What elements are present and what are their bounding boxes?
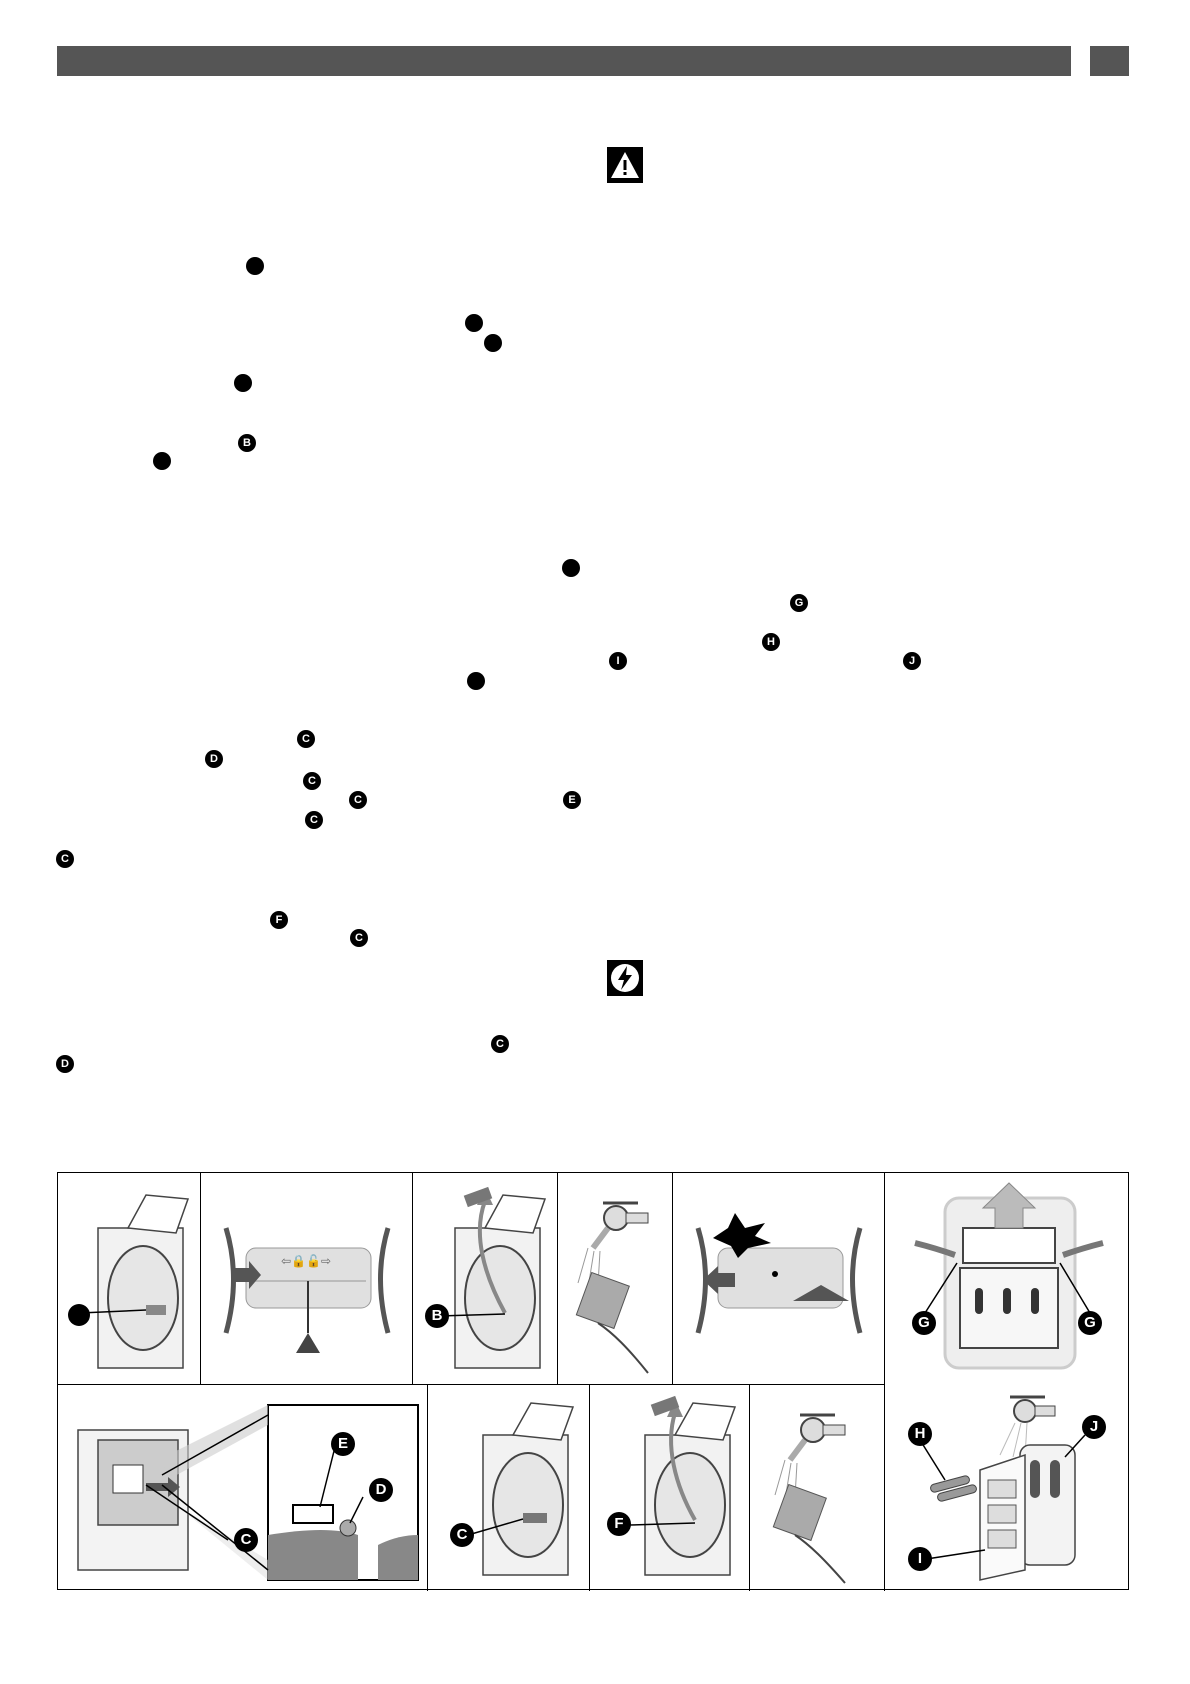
- callout-g: G: [790, 594, 808, 612]
- callout-c: C: [297, 730, 315, 748]
- step-remove-filter-b: B: [413, 1173, 558, 1385]
- illustration-grid: ⇦🔒🔓⇨ B: [57, 1172, 1130, 1591]
- callout-d: D: [205, 750, 223, 768]
- step-remove-flap-g: G G: [885, 1173, 1130, 1385]
- callout-d: D: [369, 1478, 393, 1502]
- step-rinse-filter-2: [750, 1385, 885, 1591]
- callout-j: J: [1082, 1415, 1106, 1439]
- callout-g: G: [912, 1311, 936, 1335]
- callout-c: C: [450, 1523, 474, 1547]
- step-rinse-filter: [558, 1173, 673, 1385]
- electric-hazard-icon: [607, 960, 643, 996]
- callout-c: C: [303, 772, 321, 790]
- callout-c: C: [350, 929, 368, 947]
- step-remove-filter-f: F: [590, 1385, 750, 1591]
- callout-h: H: [908, 1422, 932, 1446]
- callout-dot: [153, 452, 171, 470]
- callout-c: C: [349, 791, 367, 809]
- callout-dot: [68, 1304, 90, 1326]
- callout-h: H: [762, 633, 780, 651]
- callout-dot: [484, 334, 502, 352]
- callout-c: C: [56, 850, 74, 868]
- page-number-box: [1090, 46, 1129, 76]
- header-bar: [57, 46, 1071, 76]
- callout-j: J: [903, 652, 921, 670]
- callout-dot: [465, 314, 483, 332]
- callout-b: B: [425, 1304, 449, 1328]
- callout-b: B: [238, 434, 256, 452]
- step-clean-flap-parts: H J I: [885, 1385, 1130, 1591]
- svg-text:⇦🔒🔓⇨: ⇦🔒🔓⇨: [281, 1254, 331, 1268]
- step-close-flaps: [673, 1173, 885, 1385]
- callout-e: E: [331, 1432, 355, 1456]
- callout-c: C: [305, 811, 323, 829]
- callout-dot: [562, 559, 580, 577]
- callout-i: I: [908, 1547, 932, 1571]
- callout-f: F: [607, 1512, 631, 1536]
- callout-g: G: [1078, 1311, 1102, 1335]
- callout-dot: [467, 672, 485, 690]
- callout-c: C: [234, 1528, 258, 1552]
- callout-e: E: [563, 791, 581, 809]
- callout-d: D: [56, 1055, 74, 1073]
- step-unscrew-pump-filter: E D C: [58, 1385, 428, 1591]
- callout-dot: [246, 257, 264, 275]
- callout-c: C: [491, 1035, 509, 1053]
- step-remove-filter-c: C: [428, 1385, 590, 1591]
- callout-dot: [234, 374, 252, 392]
- warning-triangle-icon: [607, 147, 643, 183]
- step-unlock-flaps: ⇦🔒🔓⇨: [201, 1173, 413, 1385]
- step-open-drum: [58, 1173, 201, 1385]
- callout-f: F: [270, 911, 288, 929]
- callout-i: I: [609, 652, 627, 670]
